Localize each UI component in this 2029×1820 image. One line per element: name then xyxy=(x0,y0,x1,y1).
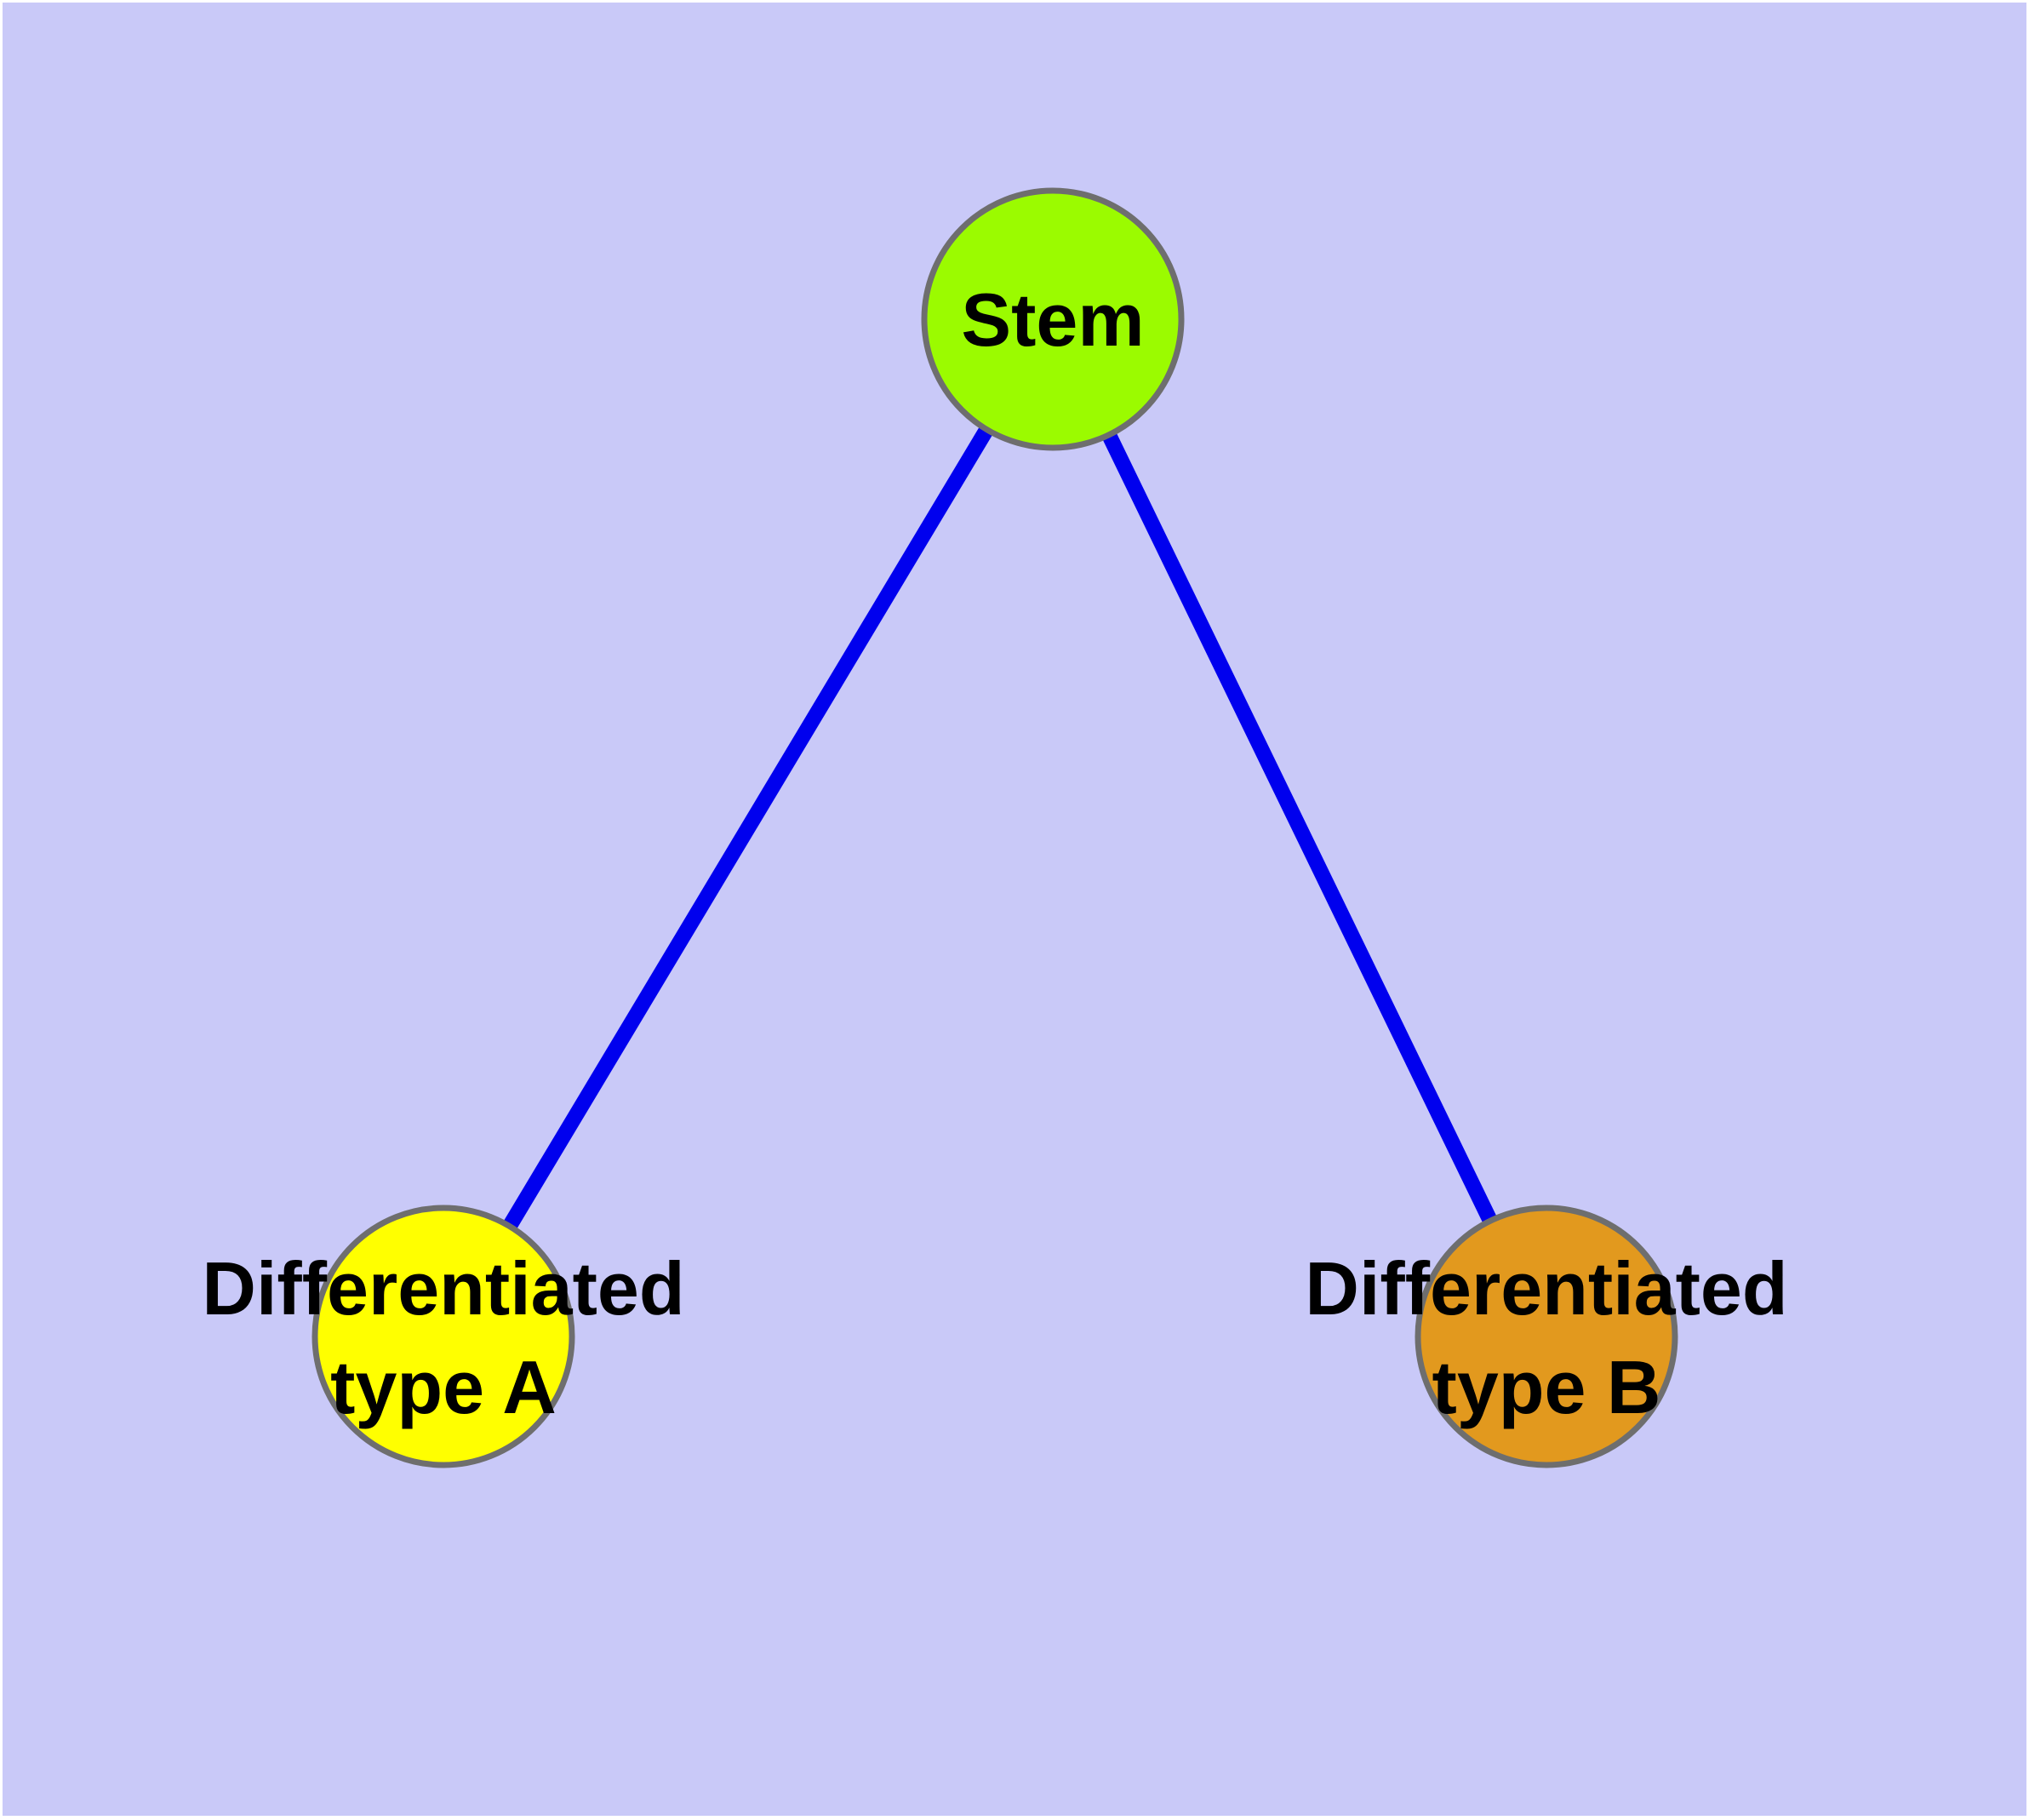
edge-stem-to-differentiated-type-b xyxy=(1045,316,1554,1340)
node-differentiated-type-a xyxy=(311,1205,575,1468)
node-differentiated-type-b xyxy=(1415,1205,1678,1468)
node-stem xyxy=(921,187,1185,451)
node-differentiated-type-a-label-line1: Differentiated xyxy=(202,1246,684,1331)
edge-stem-to-differentiated-type-a xyxy=(437,315,1060,1341)
node-stem-label: Stem xyxy=(961,278,1144,362)
node-differentiated-type-b-label-line2: type B xyxy=(1432,1345,1661,1429)
node-differentiated-type-b-label-line1: Differentiated xyxy=(1305,1246,1787,1331)
node-differentiated-type-a-label-line2: type A xyxy=(330,1345,557,1429)
